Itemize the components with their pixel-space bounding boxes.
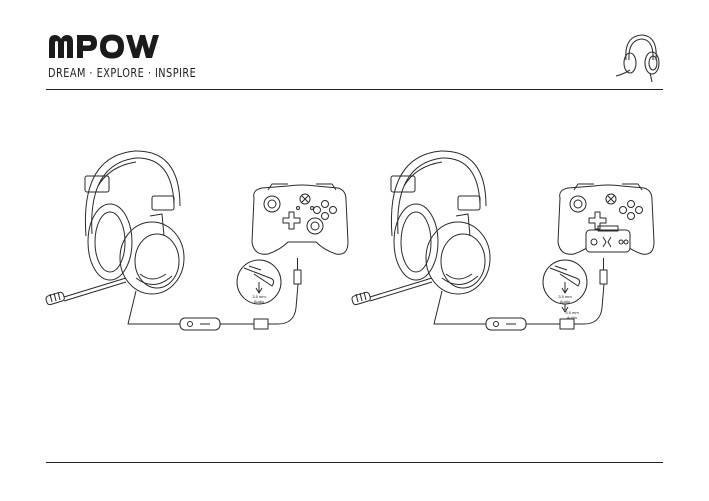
jack-label-line2: Audio — [254, 299, 265, 304]
headset-illustration — [45, 151, 184, 305]
game-controller — [252, 184, 348, 254]
jack-label-line2: Audio — [560, 299, 571, 304]
mpow-logo — [48, 32, 162, 60]
header-divider — [46, 89, 663, 90]
headset-icon — [612, 30, 666, 84]
jack-detail-circle — [543, 260, 587, 312]
headset-illustration — [351, 151, 490, 305]
headset-adapter — [586, 226, 630, 252]
figure-headset-to-controller: 3.5 mm Audio — [40, 146, 350, 336]
adapter-label-line2: Audio — [567, 315, 578, 320]
figure-headset-to-controller-adapter: 3.5 mm Audio 3.5 mm Audio — [346, 146, 656, 336]
footer-divider — [46, 462, 663, 463]
brand-tagline: DREAM · EXPLORE · INSPIRE — [48, 65, 196, 80]
